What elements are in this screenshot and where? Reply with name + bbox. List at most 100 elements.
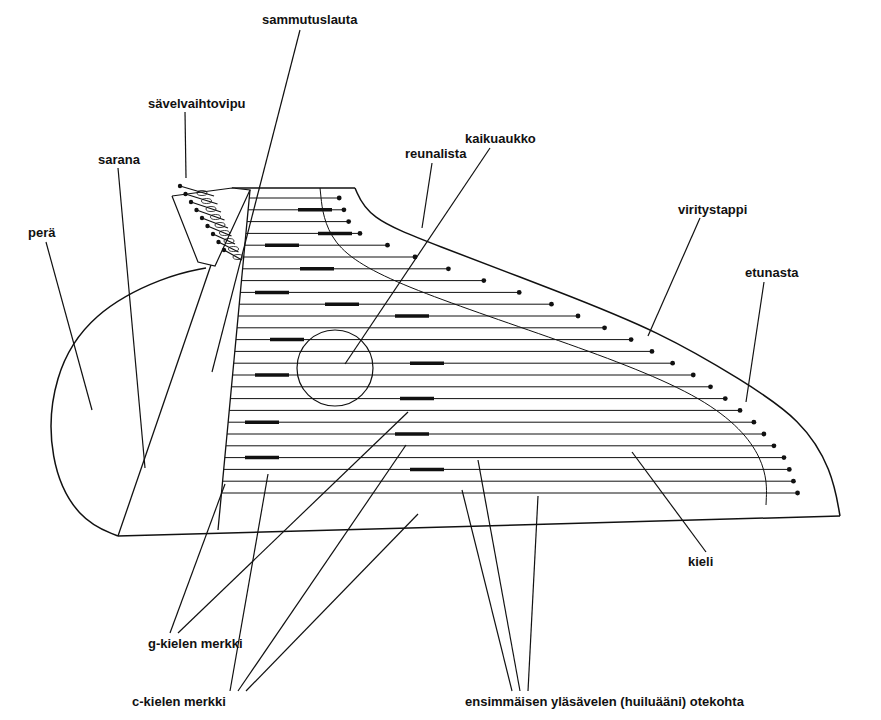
string <box>223 481 794 482</box>
string-mark <box>270 338 304 342</box>
lever-loop <box>211 215 221 220</box>
leader-line <box>462 490 512 691</box>
part-label: perä <box>28 225 55 240</box>
tuning-peg <box>358 231 363 236</box>
leader-line <box>632 452 706 552</box>
key-lever <box>213 234 235 244</box>
string-mark <box>245 456 279 460</box>
leader-line <box>118 168 145 468</box>
string <box>237 327 605 328</box>
tuning-peg <box>629 337 634 342</box>
part-label: kaikuaukko <box>465 131 536 146</box>
tuning-peg <box>481 278 486 283</box>
part-label: g-kielen merkki <box>148 636 243 651</box>
tuning-peg <box>708 384 713 389</box>
lever-loop <box>220 231 230 236</box>
string <box>240 292 519 293</box>
string-mark <box>395 314 429 318</box>
string <box>235 351 652 352</box>
leader-line <box>746 282 764 402</box>
lever-knob <box>183 192 187 196</box>
tuning-peg <box>787 467 792 472</box>
lever-loop <box>224 239 234 244</box>
string-mark <box>318 232 352 236</box>
key-lever <box>180 186 214 196</box>
string <box>238 316 578 317</box>
string <box>221 493 797 494</box>
tuning-peg <box>602 325 607 330</box>
lever-knob <box>178 184 182 188</box>
string <box>249 198 339 199</box>
key-lever <box>202 218 228 228</box>
leader-line <box>46 242 92 410</box>
tuning-peg <box>517 290 522 295</box>
lever-plate <box>172 188 250 266</box>
leader-line <box>238 445 406 691</box>
hinge-line <box>118 262 212 536</box>
sound-hole <box>297 330 373 406</box>
part-label: sarana <box>98 152 140 167</box>
key-lever <box>219 242 239 252</box>
string <box>227 434 764 435</box>
string <box>229 410 740 411</box>
lever-knob <box>189 200 193 204</box>
leader-line <box>185 112 186 178</box>
leader-line <box>648 218 700 336</box>
edge-rail <box>355 188 840 516</box>
leader-line <box>528 496 538 691</box>
string <box>243 268 449 269</box>
string <box>236 339 631 340</box>
part-label: c-kielen merkki <box>132 694 226 709</box>
key-lever <box>208 226 232 236</box>
tuning-peg <box>782 455 787 460</box>
body-bottom <box>118 516 840 536</box>
tuning-peg <box>738 408 743 413</box>
leader-line <box>246 514 418 691</box>
lever-loop <box>206 207 216 212</box>
leader-line <box>478 460 520 691</box>
string <box>225 457 784 458</box>
string-mark <box>410 361 444 365</box>
string <box>234 363 673 364</box>
string <box>248 209 344 210</box>
lever-knob <box>211 232 215 236</box>
instrument-body <box>51 184 840 536</box>
lever-knob <box>216 240 220 244</box>
string <box>224 469 790 470</box>
tuning-peg <box>385 243 390 248</box>
leader-lines <box>46 30 764 691</box>
leader-line <box>230 474 268 691</box>
string <box>233 375 694 376</box>
key-lever <box>186 194 218 204</box>
tuning-peg <box>691 373 696 378</box>
string-mark <box>300 267 334 271</box>
leader-line <box>345 148 490 364</box>
body-outline-top <box>232 187 355 189</box>
lever-loop <box>229 247 239 252</box>
lever-knob <box>200 216 204 220</box>
tuning-peg <box>772 443 777 448</box>
string-mark <box>255 291 289 295</box>
string <box>241 280 483 281</box>
tuning-peg <box>446 266 451 271</box>
part-label: kieli <box>688 554 713 569</box>
tuning-peg <box>650 349 655 354</box>
strings <box>221 196 799 496</box>
tuning-peg <box>762 432 767 437</box>
part-label: viritystappi <box>678 202 747 217</box>
leader-line <box>170 484 225 633</box>
tuning-peg <box>795 491 800 496</box>
part-label: sävelvaihtovipu <box>148 96 246 111</box>
string <box>230 398 725 399</box>
lever-knob <box>205 224 209 228</box>
tuning-peg <box>791 479 796 484</box>
lever-knob <box>194 208 198 212</box>
string <box>246 233 360 234</box>
part-label: sammutuslauta <box>262 12 357 27</box>
lever-knob <box>222 248 226 252</box>
leader-line <box>422 163 432 228</box>
string-mark <box>255 373 289 377</box>
string <box>231 386 710 387</box>
